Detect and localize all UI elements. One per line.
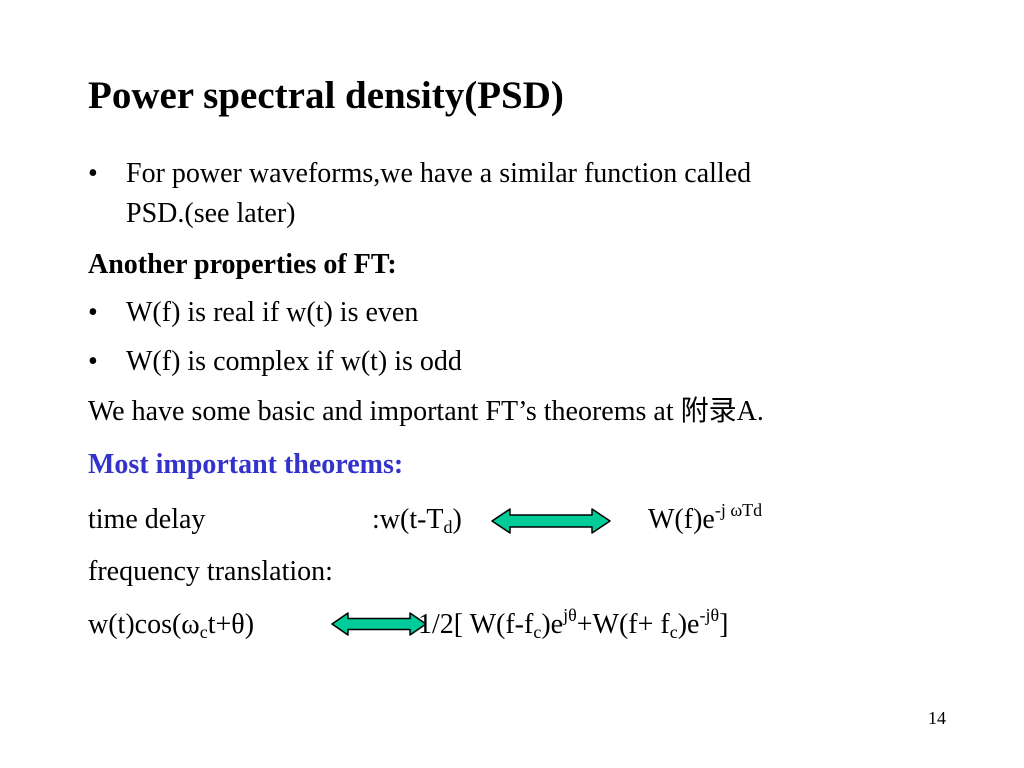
slide-title: Power spectral density(PSD) [88,74,564,117]
frequency-translation-label: frequency translation: [88,556,333,587]
bullet-text-psd-line1: For power waveforms,we have a similar fu… [126,158,752,189]
freq-formula-rhs: 1/2[ W(f-fc)ejθ+W(f+ fc)e-jθ] [418,605,729,642]
page-number: 14 [928,708,946,728]
bullet-marker: • [88,297,98,328]
bullet-text-real: W(f) is real if w(t) is even [126,297,419,328]
time-delay-rhs: W(f)e-j ωTd [648,500,763,535]
bullet-marker: • [88,346,98,377]
theorems-reference: We have some basic and important FT’s th… [88,396,764,427]
bullet-text-psd-line2: PSD.(see later) [126,198,296,229]
double-arrow-icon [491,508,611,534]
heading-most-important-theorems: Most important theorems: [88,449,404,480]
double-arrow-icon [331,612,427,636]
bullet-text-complex: W(f) is complex if w(t) is odd [126,346,462,377]
bullet-marker: • [88,158,98,189]
time-delay-label: time delay [88,504,206,535]
heading-another-properties: Another properties of FT: [88,249,397,280]
freq-formula-lhs: w(t)cos(ωct+θ) [88,609,255,642]
time-delay-lhs: :w(t-Td) [372,504,462,537]
